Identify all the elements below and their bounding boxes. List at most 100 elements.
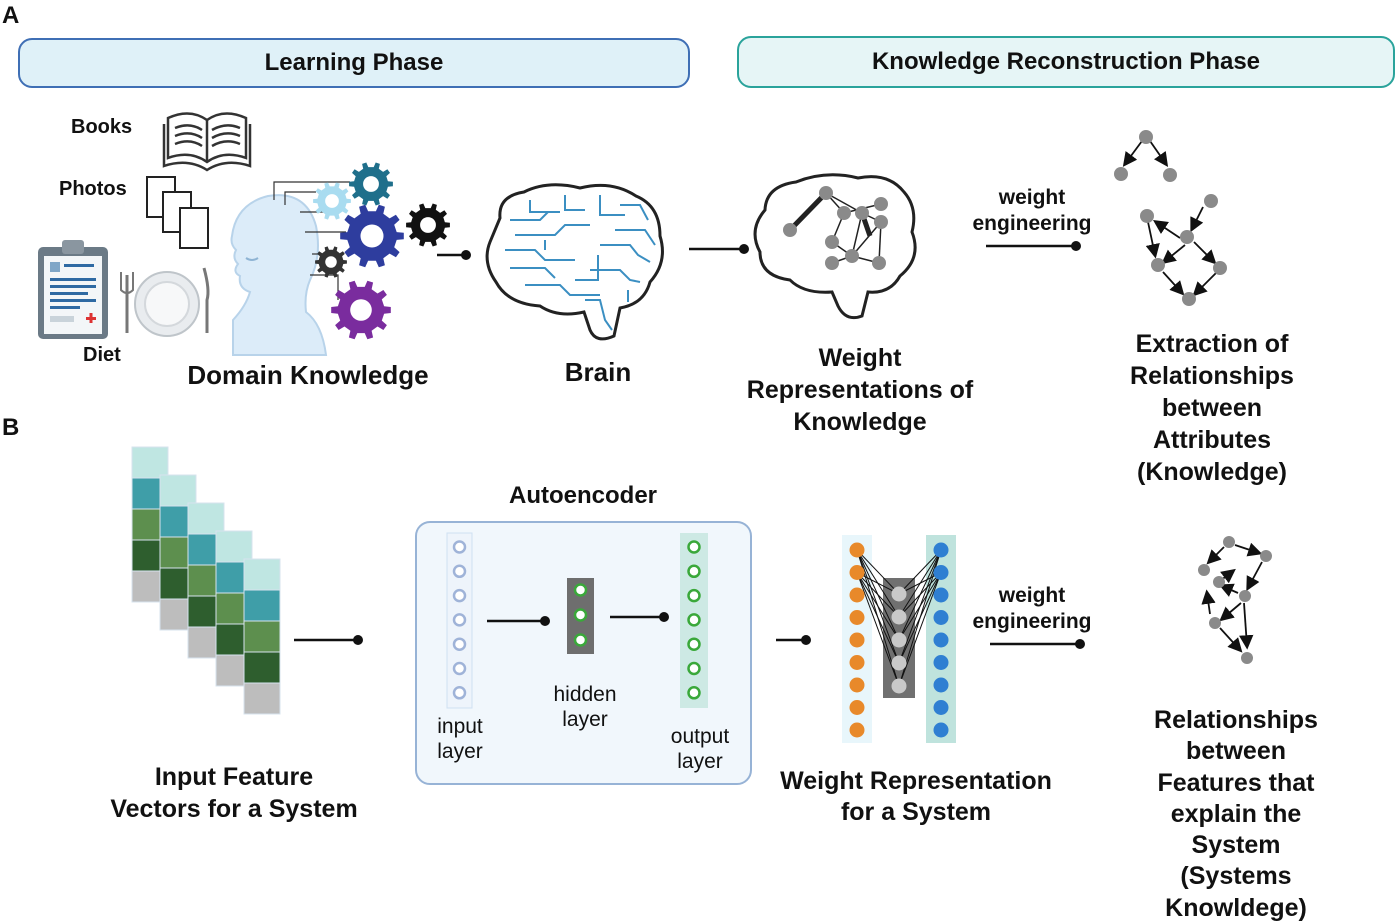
- feature-node: [933, 542, 949, 558]
- feature-vectors-icon: [131, 446, 281, 715]
- gear-icon: [313, 162, 450, 340]
- weight-edge: [898, 572, 942, 687]
- hidden-layer-label: hidden layer: [553, 683, 617, 732]
- circuit-trace: [590, 269, 641, 283]
- books-label: Books: [71, 116, 133, 138]
- output-node: [687, 613, 701, 627]
- feature-node: [933, 655, 949, 670]
- circuit-trace: [515, 224, 590, 236]
- vector-cell: [159, 474, 197, 507]
- panel-b-label: B: [2, 414, 20, 441]
- output-node: [687, 588, 701, 603]
- gear-hole: [360, 224, 384, 248]
- vector-cell: [243, 682, 281, 715]
- gear-hole: [325, 194, 339, 208]
- weight-edge: [856, 572, 900, 618]
- weight-edge: [856, 549, 900, 595]
- gear-hole: [325, 256, 337, 268]
- network-brain-icon: [753, 173, 917, 320]
- feature-node: [849, 565, 865, 580]
- graph-icon: [1114, 130, 1227, 306]
- vector-cell: [215, 530, 253, 563]
- feature-node: [849, 587, 865, 603]
- latent-node: [891, 655, 907, 671]
- circuit-trace: [599, 195, 625, 216]
- output-node: [687, 564, 701, 579]
- hidden-node: [573, 633, 588, 647]
- vector-cell: [243, 558, 281, 591]
- gear-hole: [363, 176, 379, 192]
- weight-representations-label: Weight Representations of Knowledge: [746, 344, 974, 436]
- photos-icon: [146, 176, 209, 249]
- input-vectors-label: Input Feature Vectors for a System: [110, 763, 358, 823]
- weight-engineering-label-a: weight engineering: [972, 186, 1092, 236]
- weight-edge: [856, 572, 900, 641]
- circuit-trace: [600, 244, 651, 263]
- brain-label: Brain: [564, 357, 632, 387]
- latent-node: [891, 632, 907, 648]
- panel-a-label: A: [2, 2, 20, 29]
- input-node: [452, 613, 467, 627]
- latent-node: [891, 609, 907, 625]
- feature-node: [849, 700, 865, 715]
- feature-node: [933, 700, 949, 715]
- weight-edge: [856, 572, 900, 664]
- output-node: [687, 686, 701, 700]
- output-layer-label: output layer: [670, 725, 730, 774]
- systems-graph-icon: [1198, 536, 1272, 664]
- circuit-trace: [505, 249, 575, 261]
- photos-label: Photos: [59, 178, 127, 200]
- extraction-label: Extraction of Relationships between Attr…: [1130, 330, 1294, 486]
- circuit-trace: [564, 195, 585, 211]
- input-node: [452, 686, 467, 700]
- feature-node: [849, 655, 865, 670]
- feature-node: [849, 610, 865, 625]
- output-node: [687, 637, 701, 651]
- weight-edge: [898, 549, 942, 595]
- domain-knowledge-label: Domain Knowledge: [187, 360, 429, 390]
- circuit-trace: [510, 211, 549, 221]
- feature-node: [849, 632, 865, 648]
- reconstruction-phase-banner: Knowledge Reconstruction Phase: [737, 36, 1395, 88]
- autoencoder-title: Autoencoder: [508, 482, 658, 509]
- weight-edge: [898, 549, 942, 618]
- circuit-trace: [585, 299, 613, 331]
- weight-representation-system-label: Weight Representation for a System: [780, 767, 1052, 827]
- feature-node: [933, 722, 949, 738]
- weight-network-icon: [842, 535, 956, 743]
- feature-node: [933, 610, 949, 625]
- feature-node: [933, 677, 949, 693]
- vector-cell: [243, 651, 281, 684]
- diagram-canvas: [38, 112, 1272, 785]
- vector-cell: [243, 620, 281, 653]
- input-layer-label: input layer: [437, 715, 483, 764]
- output-node: [687, 540, 701, 554]
- feature-node: [933, 632, 949, 648]
- plate-icon: [120, 267, 210, 337]
- weight-edge: [856, 572, 900, 687]
- hidden-node: [573, 583, 588, 597]
- input-node: [452, 540, 467, 554]
- brain-icon: [485, 183, 664, 341]
- clipboard-icon: [38, 240, 108, 339]
- head-icon: [230, 194, 328, 356]
- feature-node: [849, 677, 865, 693]
- vector-cell: [131, 446, 169, 479]
- weight-edge: [898, 549, 942, 664]
- feature-node: [849, 542, 865, 558]
- input-node: [452, 661, 467, 676]
- weight-edge: [856, 572, 900, 595]
- vector-cell: [243, 589, 281, 622]
- feature-node: [933, 587, 949, 603]
- feature-node: [933, 565, 949, 580]
- learning-phase-banner: Learning Phase: [18, 38, 690, 88]
- input-node: [452, 564, 467, 579]
- circuit-trace: [510, 267, 556, 279]
- input-node: [452, 588, 467, 603]
- latent-node: [891, 586, 907, 602]
- latent-node: [891, 678, 907, 694]
- gear-hole: [350, 299, 372, 321]
- book-icon: [162, 112, 252, 172]
- gear-hole: [420, 217, 436, 233]
- circuit-trace: [615, 229, 656, 246]
